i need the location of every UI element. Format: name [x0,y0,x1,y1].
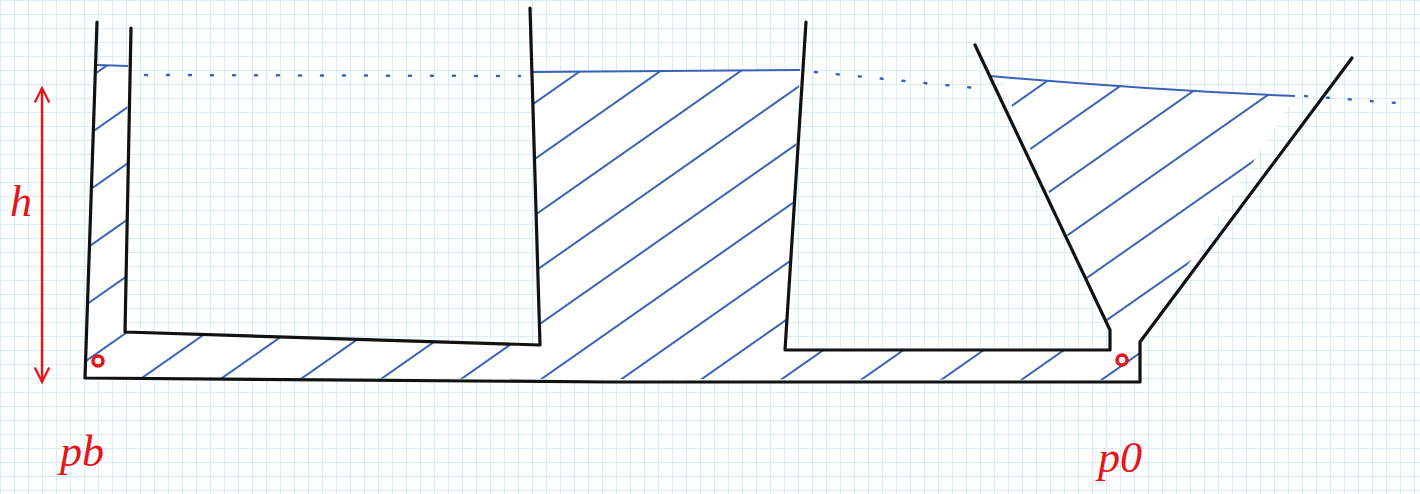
measure-point [93,355,1127,366]
level-line [145,72,1410,104]
liquid-surface [97,65,1295,96]
height-arrow [41,88,44,382]
vessel-walls [85,8,1352,382]
height-label: h [10,180,32,224]
liquid [85,65,1295,380]
pressure-label: pb [60,430,104,474]
pressure-label: p0 [1098,436,1142,480]
